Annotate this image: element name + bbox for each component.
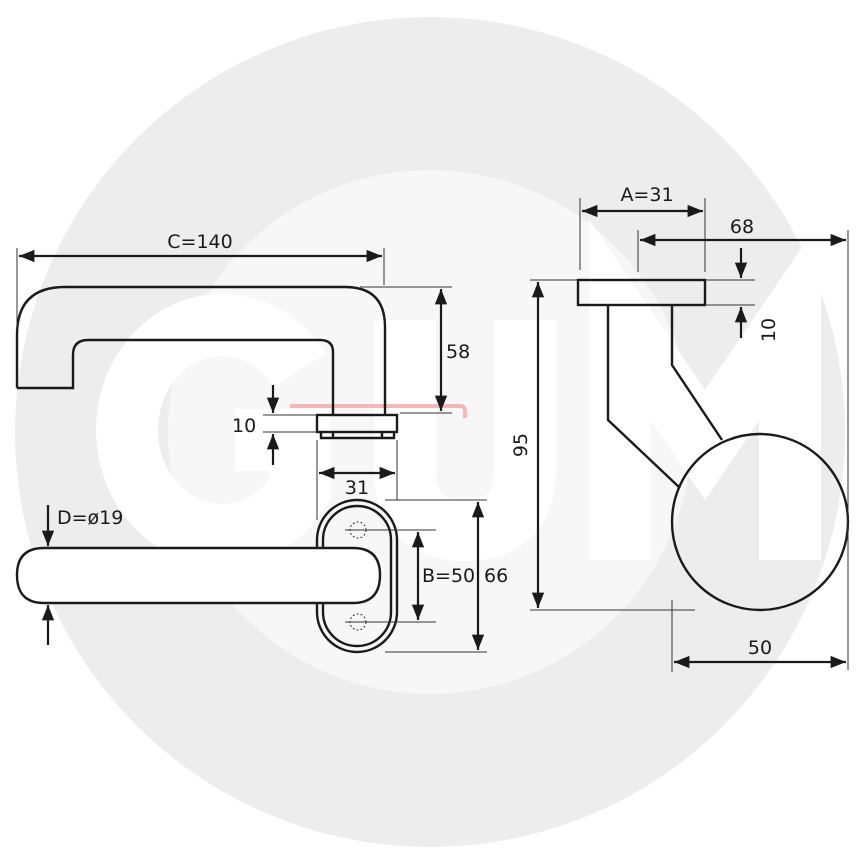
grip-side [15, 546, 382, 605]
side-rosette-thickness-label: 10 [758, 318, 780, 342]
rosette-height-label: 66 [484, 565, 508, 587]
grip-diameter-label: 50 [748, 637, 772, 659]
height-label: 58 [446, 341, 470, 363]
rosette-width-label: 31 [345, 477, 369, 499]
side-rosette-width-label: A=31 [620, 184, 673, 206]
watermark-letter-u [374, 320, 556, 562]
front-view: D=ø19 B=50 66 [15, 498, 508, 654]
rosette-top [315, 413, 399, 434]
top-view: C=140 58 10 31 [15, 231, 470, 520]
projection-label: 68 [730, 216, 754, 238]
watermark-logo [15, 17, 845, 847]
watermark-letter-m [589, 219, 821, 560]
length-label: C=140 [167, 231, 232, 253]
rosette-thickness-label: 10 [232, 415, 256, 437]
hole-spacing-label: B=50 [422, 565, 475, 587]
diameter-label: D=ø19 [57, 507, 123, 529]
neck [606, 305, 723, 489]
watermark-bracket [290, 404, 467, 418]
rosette-side [576, 278, 707, 307]
watermark-letter-g [96, 294, 331, 566]
side-height-label: 95 [510, 433, 532, 457]
side-view: A=31 68 10 95 50 [510, 184, 850, 672]
lever-outline [15, 285, 387, 415]
